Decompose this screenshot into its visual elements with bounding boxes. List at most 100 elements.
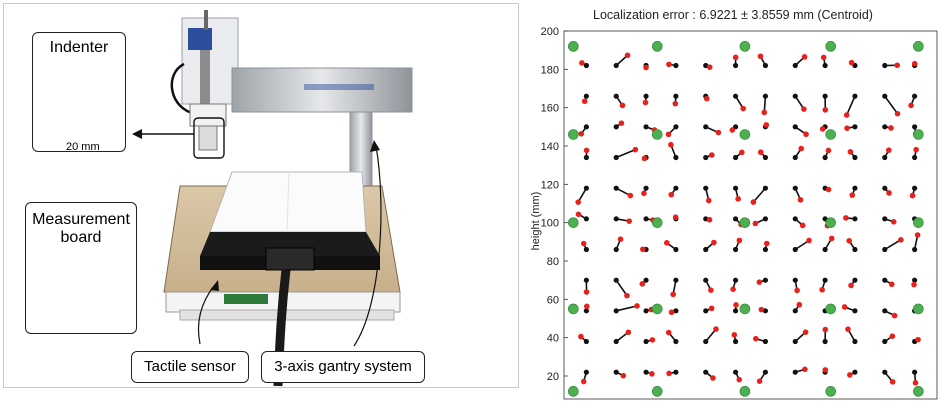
estimated-point-89 (739, 150, 745, 156)
true-point-54 (763, 247, 768, 252)
sensor-point-23 (826, 41, 836, 51)
estimated-point-88 (709, 152, 715, 158)
estimated-point-117 (844, 112, 850, 118)
estimated-point-38 (639, 281, 645, 287)
true-point-40 (703, 278, 708, 283)
true-point-5 (733, 370, 738, 375)
estimated-point-84 (584, 148, 590, 154)
estimated-point-17 (732, 332, 738, 338)
true-point-19 (793, 339, 798, 344)
y-tick-label-60: 60 (547, 294, 559, 306)
true-point-36 (584, 278, 589, 283)
sensor-point-17 (740, 130, 750, 140)
estimated-point-42 (757, 279, 763, 285)
true-point-72 (584, 186, 589, 191)
estimated-point-25 (634, 303, 640, 309)
estimated-point-49 (618, 236, 624, 242)
true-point-4 (703, 370, 708, 375)
true-point-98 (643, 124, 648, 129)
true-point-69 (852, 216, 857, 221)
estimated-point-5 (736, 377, 742, 383)
true-point-103 (793, 124, 798, 129)
sensor-point-1 (652, 386, 662, 396)
estimated-point-54 (764, 241, 770, 247)
true-point-85 (614, 155, 619, 160)
sensor-connector (266, 248, 314, 270)
true-point-127 (793, 63, 798, 68)
base-foot (180, 310, 394, 320)
true-point-74 (643, 186, 648, 191)
estimated-point-43 (794, 288, 800, 294)
true-point-92 (823, 155, 828, 160)
estimated-point-30 (759, 307, 765, 313)
sensor-point-11 (652, 218, 662, 228)
indenter-tip (199, 126, 217, 150)
estimated-point-66 (753, 221, 759, 227)
true-point-14 (643, 339, 648, 344)
error-line-25 (616, 306, 637, 311)
estimated-point-116 (823, 107, 829, 113)
estimated-point-3 (666, 371, 672, 377)
estimated-point-78 (751, 199, 757, 205)
estimated-point-73 (628, 193, 634, 199)
true-point-25 (614, 308, 619, 313)
indenter-inset-title: Indenter (33, 39, 125, 57)
estimated-point-105 (844, 125, 850, 131)
true-point-93 (852, 155, 857, 160)
estimated-point-103 (803, 131, 809, 137)
estimated-point-122 (643, 65, 649, 71)
true-point-11 (912, 370, 917, 375)
true-point-39 (673, 278, 678, 283)
estimated-point-77 (735, 196, 741, 202)
tactile-sensor-label: Tactile sensor (131, 351, 249, 383)
estimated-point-16 (713, 326, 719, 332)
estimated-point-95 (913, 147, 919, 153)
indenter-arrow-head (132, 129, 142, 139)
estimated-point-15 (666, 330, 672, 336)
estimated-point-74 (641, 191, 647, 197)
board-inset-title-1: Measurement (26, 211, 136, 229)
base-badge (224, 294, 268, 304)
estimated-point-36 (584, 289, 590, 295)
estimated-point-37 (624, 293, 630, 299)
true-point-118 (882, 94, 887, 99)
true-point-9 (852, 370, 857, 375)
true-point-79 (793, 186, 798, 191)
true-point-7 (793, 370, 798, 375)
true-point-20 (823, 339, 828, 344)
estimated-point-46 (889, 281, 895, 287)
estimated-point-121 (625, 52, 631, 58)
estimated-point-6 (757, 378, 763, 384)
y-tick-label-200: 200 (541, 26, 559, 38)
true-point-55 (793, 247, 798, 252)
estimated-point-101 (730, 127, 736, 133)
true-point-73 (614, 186, 619, 191)
board-inset-title-2: board (26, 229, 136, 247)
true-point-81 (852, 186, 857, 191)
true-point-59 (912, 247, 917, 252)
true-point-22 (882, 339, 887, 344)
true-point-88 (703, 155, 708, 160)
estimated-point-47 (911, 282, 917, 288)
true-point-109 (614, 94, 619, 99)
true-point-58 (882, 247, 887, 252)
sensor-point-18 (826, 130, 836, 140)
estimated-point-4 (710, 375, 716, 381)
true-point-48 (584, 247, 589, 252)
true-point-110 (643, 94, 648, 99)
estimated-point-57 (846, 238, 852, 244)
true-point-70 (882, 216, 887, 221)
true-point-82 (882, 186, 887, 191)
estimated-point-85 (633, 147, 639, 153)
estimated-point-20 (823, 327, 829, 333)
true-point-17 (733, 339, 738, 344)
estimated-point-97 (619, 120, 625, 126)
estimated-point-130 (894, 62, 900, 68)
true-point-128 (823, 63, 828, 68)
true-point-130 (882, 63, 887, 68)
true-point-119 (912, 94, 917, 99)
estimated-point-58 (898, 237, 904, 243)
estimated-point-13 (626, 329, 632, 335)
sensor-point-24 (913, 41, 923, 51)
setup-photo-panel: Indenter 20 mm Measurement board Tactile… (3, 3, 519, 388)
